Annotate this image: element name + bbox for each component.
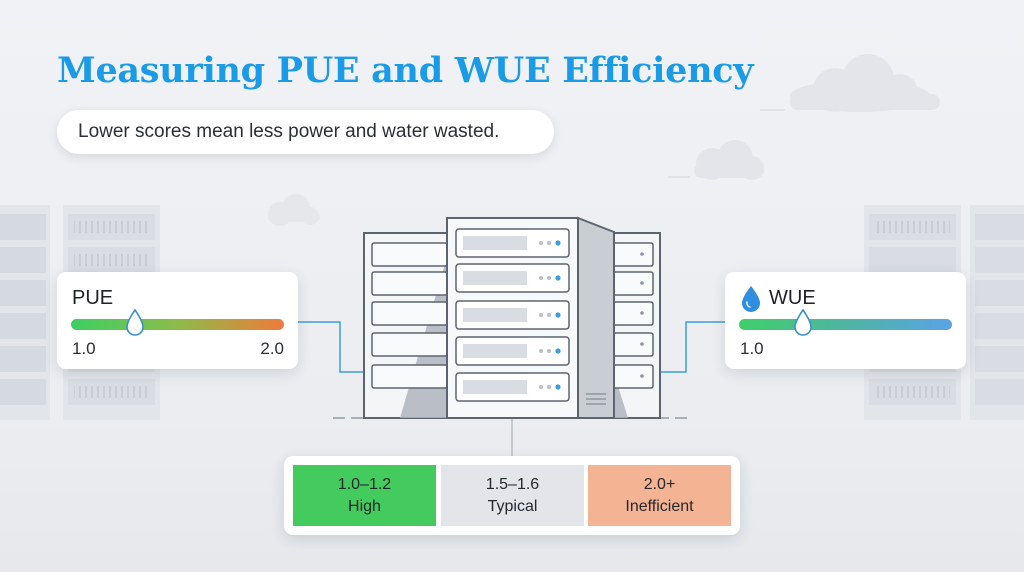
server-unit xyxy=(455,228,570,258)
pue-label: PUE xyxy=(72,287,114,309)
server-rack-left xyxy=(363,232,450,419)
subtitle-pill: Lower scores mean less power and water w… xyxy=(57,110,554,154)
pue-card: PUE 1.0 2.0 xyxy=(57,272,298,369)
vent-icon xyxy=(586,393,606,405)
cloud-center xyxy=(268,194,320,226)
water-drop-icon xyxy=(742,286,760,312)
efficiency-legend: 1.0–1.2 High 1.5–1.6 Typical 2.0+ Ineffi… xyxy=(284,456,740,535)
server-unit xyxy=(455,372,570,402)
droplet-marker-icon[interactable] xyxy=(793,309,813,337)
subtitle-text: Lower scores mean less power and water w… xyxy=(78,121,500,142)
server-unit xyxy=(455,263,570,293)
legend-range: 1.0–1.2 xyxy=(337,475,392,493)
wue-connector-line xyxy=(660,321,725,373)
droplet-marker-icon[interactable] xyxy=(125,309,145,337)
legend-item-high: 1.0–1.2 High xyxy=(293,465,436,526)
pue-connector-line xyxy=(298,321,364,373)
legend-range: 2.0+ xyxy=(643,475,676,493)
legend-range: 1.5–1.6 xyxy=(485,475,540,493)
legend-item-inefficient: 2.0+ Inefficient xyxy=(588,465,731,526)
wue-scale-min: 1.0 xyxy=(740,339,764,358)
legend-label: Inefficient xyxy=(625,497,694,515)
page-title: Measuring PUE and WUE Efficiency xyxy=(57,50,754,91)
legend-item-typical: 1.5–1.6 Typical xyxy=(441,465,584,526)
cloud-mid-right xyxy=(694,140,764,180)
wue-label: WUE xyxy=(769,287,816,309)
background-rack-left-outer xyxy=(0,205,50,420)
pue-gradient-bar xyxy=(71,309,284,336)
wue-gradient-bar xyxy=(739,309,952,336)
legend-label: Typical xyxy=(487,497,538,515)
server-rack-center xyxy=(446,216,615,419)
legend-label: High xyxy=(348,497,381,515)
server-unit xyxy=(455,300,570,330)
cloud-top-right xyxy=(790,54,940,112)
wue-card: WUE 1.0 xyxy=(725,272,966,369)
server-unit xyxy=(455,336,570,366)
background-rack-right-outer xyxy=(970,205,1024,420)
pue-scale-min: 1.0 xyxy=(72,339,96,358)
pue-scale-max: 2.0 xyxy=(260,339,284,358)
